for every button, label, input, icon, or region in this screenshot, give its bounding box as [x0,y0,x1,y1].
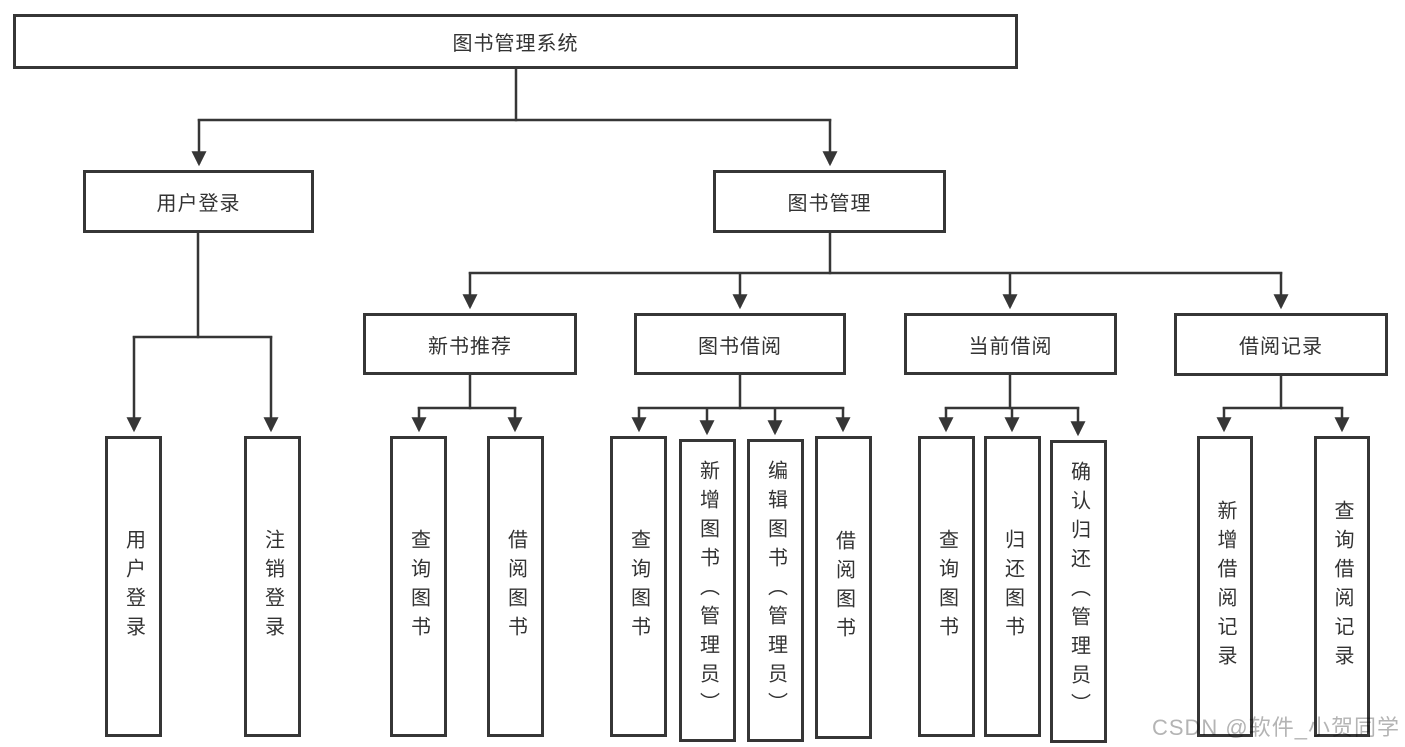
connector-root-to-branches [191,67,838,167]
node-user-login-label: 用户登录 [156,193,241,215]
node-book-management-label: 图书管理 [787,193,872,215]
leaf-query-books-borrowing: 查询图书 [610,436,667,737]
leaf-return-books-label: 归还图书 [1001,528,1024,645]
node-library-system: 图书管理系统 [13,14,1018,69]
node-current-borrowing: 当前借阅 [904,313,1117,375]
node-book-borrowing: 图书借阅 [634,313,846,375]
leaf-query-borrow-record: 查询借阅记录 [1314,436,1370,737]
leaf-edit-books-admin: 编辑图书（管理员） [747,439,804,742]
node-user-login: 用户登录 [83,170,314,233]
connector-new-book-children [411,373,523,433]
leaf-borrow-books-borrowing: 借阅图书 [815,436,872,739]
node-borrowing-records-label: 借阅记录 [1239,336,1323,358]
connector-borrowing-records-children [1216,374,1350,433]
leaf-confirm-return-admin-label: 确认归还（管理员） [1067,461,1090,722]
leaf-user-login: 用户登录 [105,436,162,737]
leaf-add-books-admin: 新增图书（管理员） [679,439,736,742]
connector-book-management-groups [462,231,1289,310]
leaf-borrow-books-recommend: 借阅图书 [487,436,544,737]
node-current-borrowing-label: 当前借阅 [968,335,1053,358]
leaf-add-borrow-record-label: 新增借阅记录 [1214,499,1236,674]
leaf-return-books: 归还图书 [984,436,1041,737]
leaf-add-books-admin-label: 新增图书（管理员） [696,460,719,721]
node-book-borrowing-label: 图书借阅 [698,335,782,358]
node-borrowing-records: 借阅记录 [1174,313,1388,376]
leaf-logout: 注销登录 [244,436,301,737]
connector-user-login-children [126,231,279,433]
node-new-book-recommendation-label: 新书推荐 [428,335,512,358]
leaf-add-borrow-record: 新增借阅记录 [1197,436,1253,737]
connector-book-borrowing-children [631,373,851,436]
leaf-query-borrow-record-label: 查询借阅记录 [1331,499,1353,674]
leaf-query-books-borrowing-label: 查询图书 [627,528,650,645]
leaf-query-books-current: 查询图书 [918,436,975,737]
leaf-query-books-recommend: 查询图书 [390,436,447,737]
leaf-borrow-books-recommend-label: 借阅图书 [504,528,527,645]
node-new-book-recommendation: 新书推荐 [363,313,577,375]
leaf-confirm-return-admin: 确认归还（管理员） [1050,440,1107,743]
leaf-logout-label: 注销登录 [261,528,284,645]
leaf-edit-books-admin-label: 编辑图书（管理员） [764,460,787,721]
node-book-management: 图书管理 [713,170,946,233]
connector-current-borrowing-children [938,373,1086,437]
leaf-query-books-recommend-label: 查询图书 [407,528,430,645]
watermark: CSDN @软件_小贺同学 [1151,715,1400,740]
leaf-user-login-label: 用户登录 [122,528,145,645]
node-library-system-label: 图书管理系统 [452,33,579,55]
leaf-query-books-current-label: 查询图书 [935,528,958,645]
leaf-borrow-books-borrowing-label: 借阅图书 [832,529,855,646]
